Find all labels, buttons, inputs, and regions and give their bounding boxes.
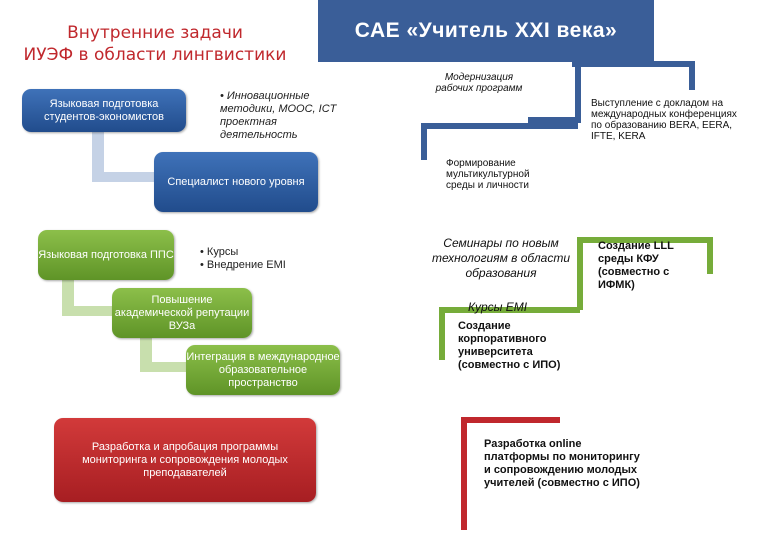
text-online-platform: Разработка online платформы по мониторин… bbox=[484, 438, 640, 489]
left-title: Внутренние задачи ИУЭФ в области лингвис… bbox=[20, 22, 290, 66]
text-program-modernization: Модернизация рабочих программ bbox=[435, 72, 523, 94]
courses-note-1: Курсы bbox=[200, 246, 330, 259]
box-staff-language-training: Языковая подготовка ППС bbox=[38, 230, 174, 280]
box-staff-language-training-label: Языковая подготовка ППС bbox=[38, 248, 174, 261]
left-connectors bbox=[58, 130, 190, 372]
text-technology-seminars: Семинары по новым технологиям в области … bbox=[431, 236, 571, 280]
courses-note-2: Внедрение EMI bbox=[200, 259, 330, 272]
box-international-integration: Интеграция в международное образовательн… bbox=[186, 345, 340, 395]
box-monitoring-program-label: Разработка и апробация программы монитор… bbox=[82, 440, 288, 479]
text-multicultural-environment: Формирование мультикультурной среды и ли… bbox=[446, 158, 530, 191]
line-red-a bbox=[461, 417, 560, 530]
line-blue-a bbox=[421, 123, 550, 160]
box-monitoring-program: Разработка и апробация программы монитор… bbox=[54, 418, 316, 502]
line-blue-c bbox=[528, 66, 581, 123]
box-academic-reputation: Повышение академической репутации ВУЗа bbox=[112, 288, 252, 338]
left-title-line2: ИУЭФ в области лингвистики bbox=[23, 45, 287, 65]
box-students-language-training: Языковая подготовка студентов-экономисто… bbox=[22, 89, 186, 132]
left-title-line1: Внутренние задачи bbox=[67, 23, 243, 43]
text-conference-talks: Выступление с докладом на международных … bbox=[591, 98, 737, 142]
line-blue-d bbox=[572, 61, 695, 90]
text-corporate-university: Создание корпоративного университета (со… bbox=[458, 320, 561, 371]
line-green-a bbox=[439, 307, 580, 360]
box-new-level-specialist: Специалист нового уровня bbox=[154, 152, 318, 212]
box-students-language-training-label: Языковая подготовка студентов-экономисто… bbox=[44, 97, 164, 123]
connector-blue bbox=[86, 130, 154, 182]
box-academic-reputation-label: Повышение академической репутации ВУЗа bbox=[114, 293, 250, 332]
connector-green-1 bbox=[58, 280, 118, 316]
banner-title: САЕ «Учитель XXI века» bbox=[318, 0, 654, 62]
right-connectors bbox=[421, 61, 713, 530]
courses-notes: Курсы Внедрение EMI bbox=[200, 246, 330, 272]
box-new-level-specialist-label: Специалист нового уровня bbox=[167, 175, 305, 188]
text-lll-environment: Создание LLL среды КФУ (совместно с ИФМК… bbox=[598, 240, 674, 291]
innovations-note: Инновационные методики, МООС, ICT проект… bbox=[220, 90, 340, 142]
text-emi-courses: Курсы EMI bbox=[468, 300, 528, 314]
connector-green-2 bbox=[136, 336, 190, 372]
box-international-integration-label: Интеграция в международное образовательн… bbox=[186, 350, 340, 389]
innovations-notes: Инновационные методики, МООС, ICT проект… bbox=[220, 90, 340, 142]
line-green-b bbox=[577, 237, 713, 310]
